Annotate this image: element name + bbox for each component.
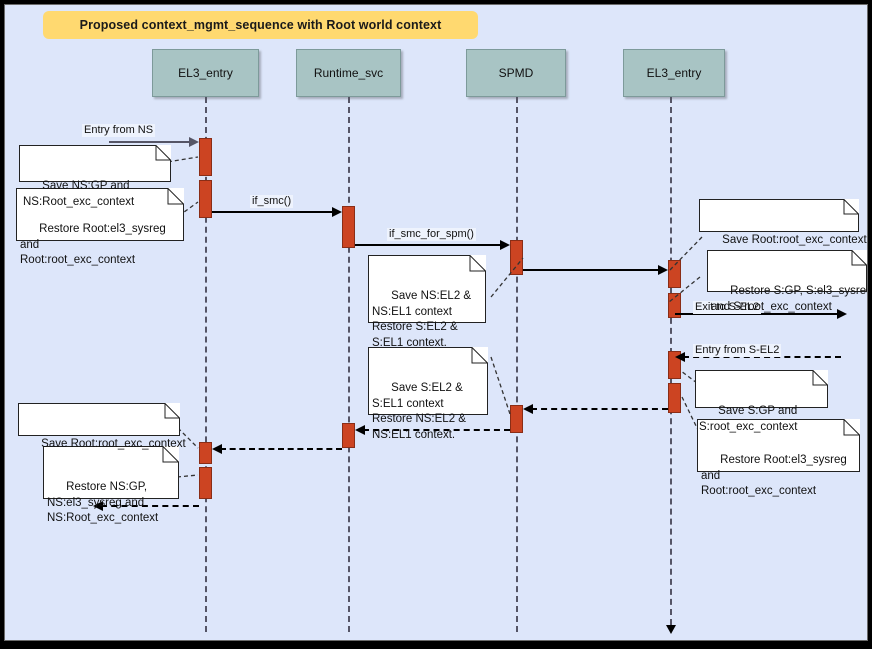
sequence-diagram-frame: Proposed context_mgmt_sequence with Root… — [4, 4, 868, 641]
activation-bar — [668, 383, 681, 413]
note-save-ns-el2-restore-s-el2: Save NS:EL2 & NS:EL1 context Restore S:E… — [368, 255, 486, 349]
message-line-return-el3-entry-out — [101, 505, 199, 507]
note-save-root-exc-context-bottom: Save Root:root_exc_context — [18, 403, 186, 450]
arrow-head-icon — [837, 309, 847, 319]
lifeline-head-el3-entry-left[interactable]: EL3_entry — [152, 49, 259, 97]
arrow-head-icon — [332, 207, 342, 217]
note-save-s-gp: Save S:GP and S:root_exc_context — [695, 370, 828, 433]
note-text: Save NS:EL2 & NS:EL1 context Restore S:E… — [372, 290, 472, 349]
message-label: if_smc_for_spm() — [387, 228, 476, 241]
note-text: Restore NS:GP, NS:el3_sysreg and NS:Root… — [47, 481, 159, 524]
message-line-return-spmd-to-runtime-svc — [363, 429, 510, 431]
note-text: Save Root:root_exc_context — [722, 234, 867, 246]
lifeline-runtime-svc — [348, 97, 350, 632]
message-label: Entry from S-EL2 — [693, 344, 782, 357]
message-line-exit-to-s-el2 — [675, 313, 839, 315]
lifeline-spmd — [516, 97, 518, 632]
message-line-entry-from-s-el2 — [683, 356, 841, 358]
note-save-ns-gp: Save NS:GP and NS:Root_exc_context — [19, 145, 171, 208]
activation-bar — [510, 405, 523, 433]
arrow-head-icon — [500, 240, 510, 250]
message-label: if_smc() — [250, 195, 294, 208]
message-line-spmd-to-el3-entry — [523, 269, 660, 271]
activation-bar — [342, 423, 355, 448]
lifeline-el3-entry-left — [205, 97, 207, 632]
lifeline-label: EL3_entry — [178, 66, 233, 80]
message-line-if-smc-for-spm — [355, 244, 502, 246]
note-text: Restore Root:el3_sysreg and Root:root_ex… — [20, 223, 166, 266]
activation-bar — [668, 260, 681, 288]
lifeline-head-spmd[interactable]: SPMD — [466, 49, 566, 97]
note-text: Restore Root:el3_sysreg and Root:root_ex… — [701, 454, 847, 497]
note-save-s-el2-restore-ns-el2: Save S:EL2 & S:EL1 context Restore NS:EL… — [368, 347, 488, 441]
note-restore-ns-gp: Restore NS:GP, NS:el3_sysreg and NS:Root… — [43, 446, 179, 524]
activation-bar — [199, 467, 212, 499]
lifeline-label: Runtime_svc — [313, 66, 384, 80]
activation-bar — [199, 138, 212, 176]
arrow-head-icon — [212, 444, 222, 454]
note-restore-s-gp-s-el3-sysreg: Restore S:GP, S:el3_sysreg and S:root_ex… — [707, 250, 867, 313]
page-title: Proposed context_mgmt_sequence with Root… — [79, 18, 442, 32]
message-line-return-runtime-svc-to-el3-entry — [220, 448, 342, 450]
arrow-head-icon — [93, 501, 103, 511]
diagram-title-banner: Proposed context_mgmt_sequence with Root… — [43, 11, 478, 39]
arrow-head-icon — [189, 137, 199, 147]
activation-bar — [342, 206, 355, 248]
message-line-if-smc — [212, 211, 334, 213]
activation-bar — [199, 442, 212, 464]
arrow-head-icon — [523, 404, 533, 414]
note-text: Save Root:root_exc_context — [41, 438, 186, 450]
arrow-head-icon — [658, 265, 668, 275]
activation-bar — [199, 180, 212, 218]
message-label: Entry from NS — [82, 124, 156, 137]
message-line-entry-from-ns — [109, 141, 191, 143]
lifeline-label: EL3_entry — [646, 66, 702, 80]
note-save-root-exc-context-top: Save Root:root_exc_context — [699, 199, 867, 246]
lifeline-terminator-arrow-icon — [666, 625, 676, 634]
lifeline-head-el3-entry-right[interactable]: EL3_entry — [623, 49, 725, 97]
lifeline-label: SPMD — [498, 66, 534, 80]
lifeline-head-runtime-svc[interactable]: Runtime_svc — [296, 49, 401, 97]
arrow-head-icon — [675, 352, 685, 362]
message-line-return-el3-to-spmd — [531, 408, 668, 410]
message-label: Exit to S-EL2 — [693, 301, 762, 314]
activation-bar — [510, 240, 523, 275]
arrow-head-icon — [355, 425, 365, 435]
note-text: Save S:EL2 & S:EL1 context Restore NS:EL… — [372, 382, 466, 441]
